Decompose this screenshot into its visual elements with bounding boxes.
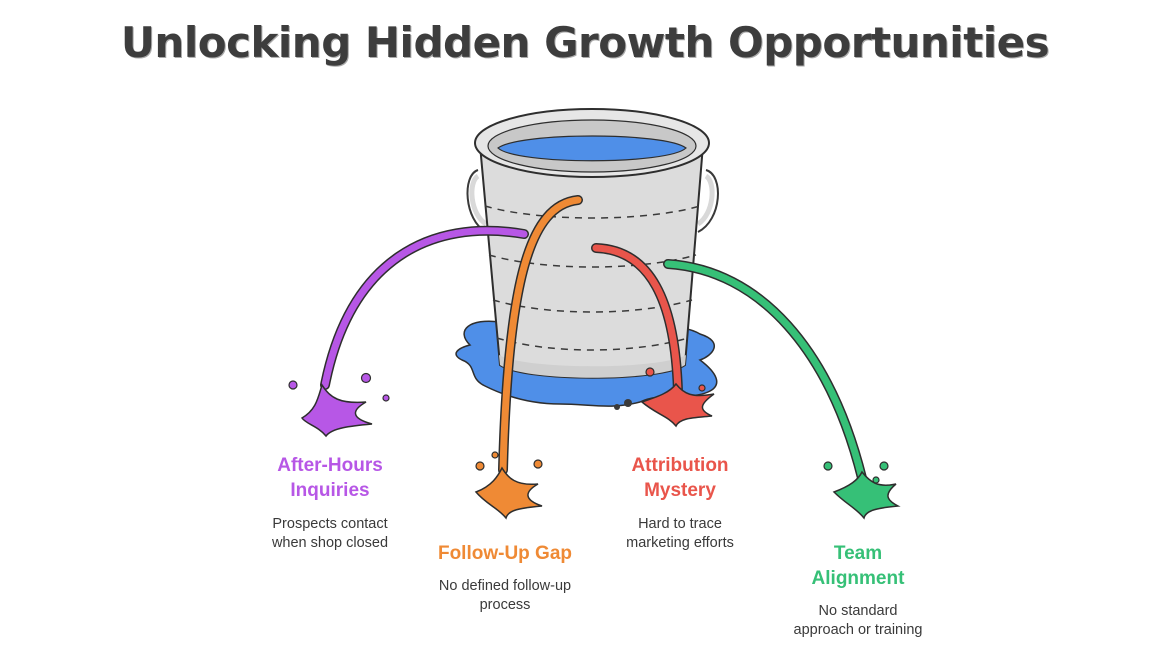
page-title: Unlocking Hidden Growth Opportunities: [120, 18, 1050, 67]
leak-stream-follow-up: [474, 195, 583, 520]
splash-team: [832, 470, 901, 520]
leak-description: when shop closed: [271, 535, 389, 551]
bucket-ring: [496, 337, 689, 351]
leak-label-follow-up: Follow-Up Gap No defined follow-up proce…: [415, 541, 595, 615]
leak-description: approach or training: [793, 622, 923, 638]
bucket-ring: [484, 205, 701, 219]
leak-description: No standard: [818, 603, 898, 619]
leak-title: After-Hours: [277, 455, 383, 476]
splash-after-hours: [300, 383, 373, 438]
leak-description: Hard to trace: [638, 516, 722, 532]
leak-title: Mystery: [644, 480, 716, 501]
leak-title: Follow-Up Gap: [437, 543, 573, 564]
leak-description: process: [479, 597, 531, 613]
bucket-water: [497, 135, 687, 162]
splash-attribution: [640, 382, 715, 428]
leak-label-team: Team Alignment No standard approach or t…: [768, 541, 948, 640]
leak-stream-after-hours: [288, 225, 529, 438]
bucket-handle: [697, 169, 719, 233]
leak-title: Inquiries: [290, 480, 370, 501]
leak-label-attribution: Attribution Mystery Hard to trace market…: [590, 453, 770, 553]
leak-description: marketing efforts: [626, 535, 734, 551]
leak-title: Alignment: [811, 568, 905, 589]
leak-stream-attribution: [591, 243, 715, 428]
leak-stream-team: [663, 259, 901, 520]
leak-title: Attribution: [631, 455, 729, 476]
water-droplet: [614, 404, 620, 410]
leak-description: No defined follow-up: [438, 578, 572, 594]
splash-follow-up: [474, 466, 543, 520]
leak-description: Prospects contact: [272, 516, 388, 532]
leak-label-after-hours: After-Hours Inquiries Prospects contact …: [240, 453, 420, 553]
water-droplet: [624, 399, 632, 407]
leak-title: Team: [833, 543, 883, 564]
